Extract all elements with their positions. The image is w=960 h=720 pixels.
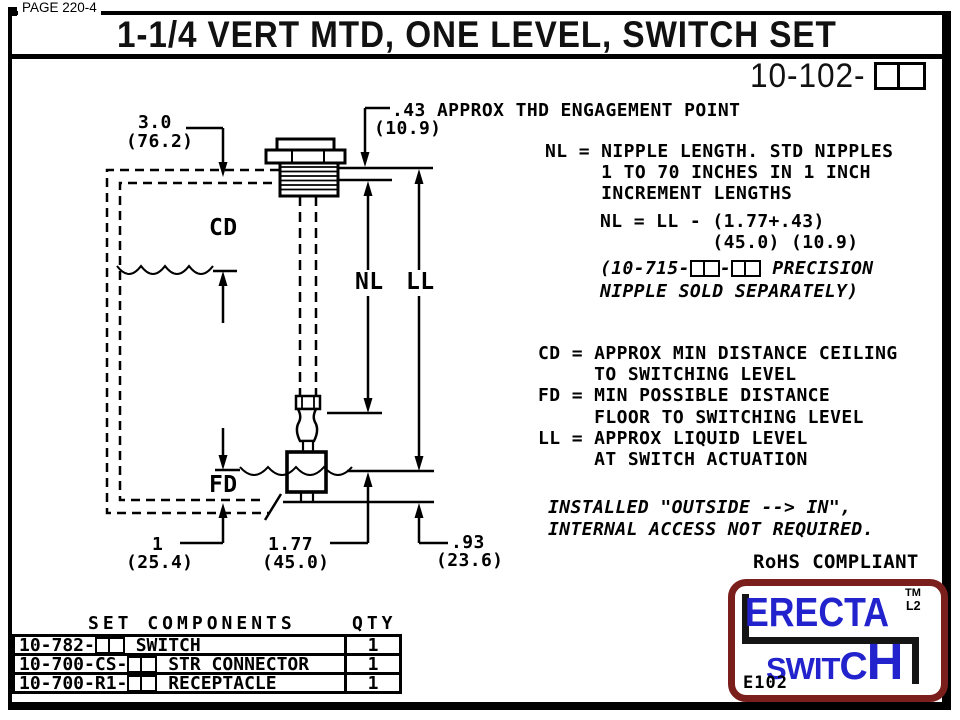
blank-suffix-boxes — [731, 260, 762, 277]
logo-l2-mark: L2 — [906, 599, 921, 613]
table-row: 10-700-R1- RECEPTACLE 1 — [12, 672, 402, 694]
thd-engagement-note: .43 APPROX THD ENGAGEMENT POINT — [392, 100, 741, 121]
model-prefix: 10-102- — [750, 57, 866, 95]
dim-tip-inches: .93 — [451, 532, 485, 553]
cd-label: CD — [209, 215, 238, 241]
logo-code: E102 — [743, 673, 788, 693]
page-label: PAGE 220-4 — [18, 0, 101, 15]
blank-suffix-boxes — [689, 260, 720, 277]
dim-tip-mm: (23.6) — [436, 550, 504, 571]
precision-seg1: (10-715- — [600, 258, 690, 279]
part-number: 10-782- — [19, 634, 95, 656]
trademark-symbol: TM — [905, 587, 921, 599]
dim-nipple-mm: (45.0) — [262, 552, 330, 573]
logo-left-bar — [742, 594, 749, 644]
ll-label: LL — [406, 269, 435, 295]
logo-brand-switch: SWITCH — [766, 633, 904, 690]
part-number: 10-700-R1- — [19, 672, 128, 694]
page-title: 1-1/4 VERT MTD, ONE LEVEL, SWITCH SET — [117, 13, 837, 55]
erecta-switch-logo: ERECTA TM L2 SWITCH E102 — [728, 579, 948, 702]
title-bar: 1-1/4 VERT MTD, ONE LEVEL, SWITCH SET — [12, 13, 942, 59]
model-blank-box — [900, 62, 927, 90]
table-header-components: SET COMPONENTS — [88, 613, 296, 634]
table-row: 10-782- SWITCH 1 — [12, 634, 402, 656]
installed-note: INSTALLED "OUTSIDE --> IN", INTERNAL ACC… — [548, 497, 874, 540]
components-table: 10-782- SWITCH 1 10-700-CS- STR CONNECTO… — [12, 634, 402, 694]
qty-cell: 1 — [344, 635, 399, 656]
table-header-qty: QTY — [352, 613, 397, 634]
dim-fd-inches: 1 — [152, 534, 164, 555]
dim-cd-mm: (76.2) — [126, 131, 194, 152]
page-border — [8, 11, 951, 710]
blank-suffix-boxes — [127, 674, 158, 692]
precision-seg3: PRECISION — [761, 258, 874, 279]
part-label: STR CONNECTOR — [157, 653, 310, 675]
dim-cd-inches: 3.0 — [138, 112, 172, 133]
table-row: 10-700-CS- STR CONNECTOR 1 — [12, 653, 402, 675]
part-label: SWITCH — [124, 634, 201, 656]
model-blank-box — [874, 62, 901, 90]
nl-formula: NL = LL - (1.77+.43) (45.0) (10.9) — [600, 211, 859, 254]
nl-label: NL — [355, 269, 384, 295]
dim-nipple-inches: 1.77 — [268, 534, 313, 555]
nipple-length-note: NL = NIPPLE LENGTH. STD NIPPLES 1 TO 70 … — [545, 141, 894, 205]
rohs-compliant: RoHS COMPLIANT — [753, 551, 919, 573]
logo-brand-erecta: ERECTA — [745, 589, 890, 635]
precision-nipple-note-line1: (10-715- - PRECISION — [600, 258, 874, 279]
logo-right-bar — [912, 637, 919, 684]
fd-label: FD — [209, 472, 238, 498]
part-label: RECEPTACLE — [157, 672, 277, 694]
definitions-note: CD = APPROX MIN DISTANCE CEILING TO SWIT… — [538, 343, 898, 471]
qty-cell: 1 — [344, 673, 399, 694]
thd-engagement-mm: (10.9) — [374, 118, 442, 139]
precision-seg2: - — [719, 258, 732, 279]
model-number: 10-102- — [750, 57, 927, 96]
qty-cell: 1 — [344, 654, 399, 675]
blank-suffix-boxes — [127, 655, 158, 673]
logo-middle-bar — [742, 637, 919, 644]
corner-tick — [8, 7, 17, 16]
part-number: 10-700-CS- — [19, 653, 128, 675]
dim-fd-mm: (25.4) — [126, 552, 194, 573]
precision-nipple-note-line2: NIPPLE SOLD SEPARATELY) — [600, 281, 859, 302]
blank-suffix-boxes — [94, 636, 125, 654]
